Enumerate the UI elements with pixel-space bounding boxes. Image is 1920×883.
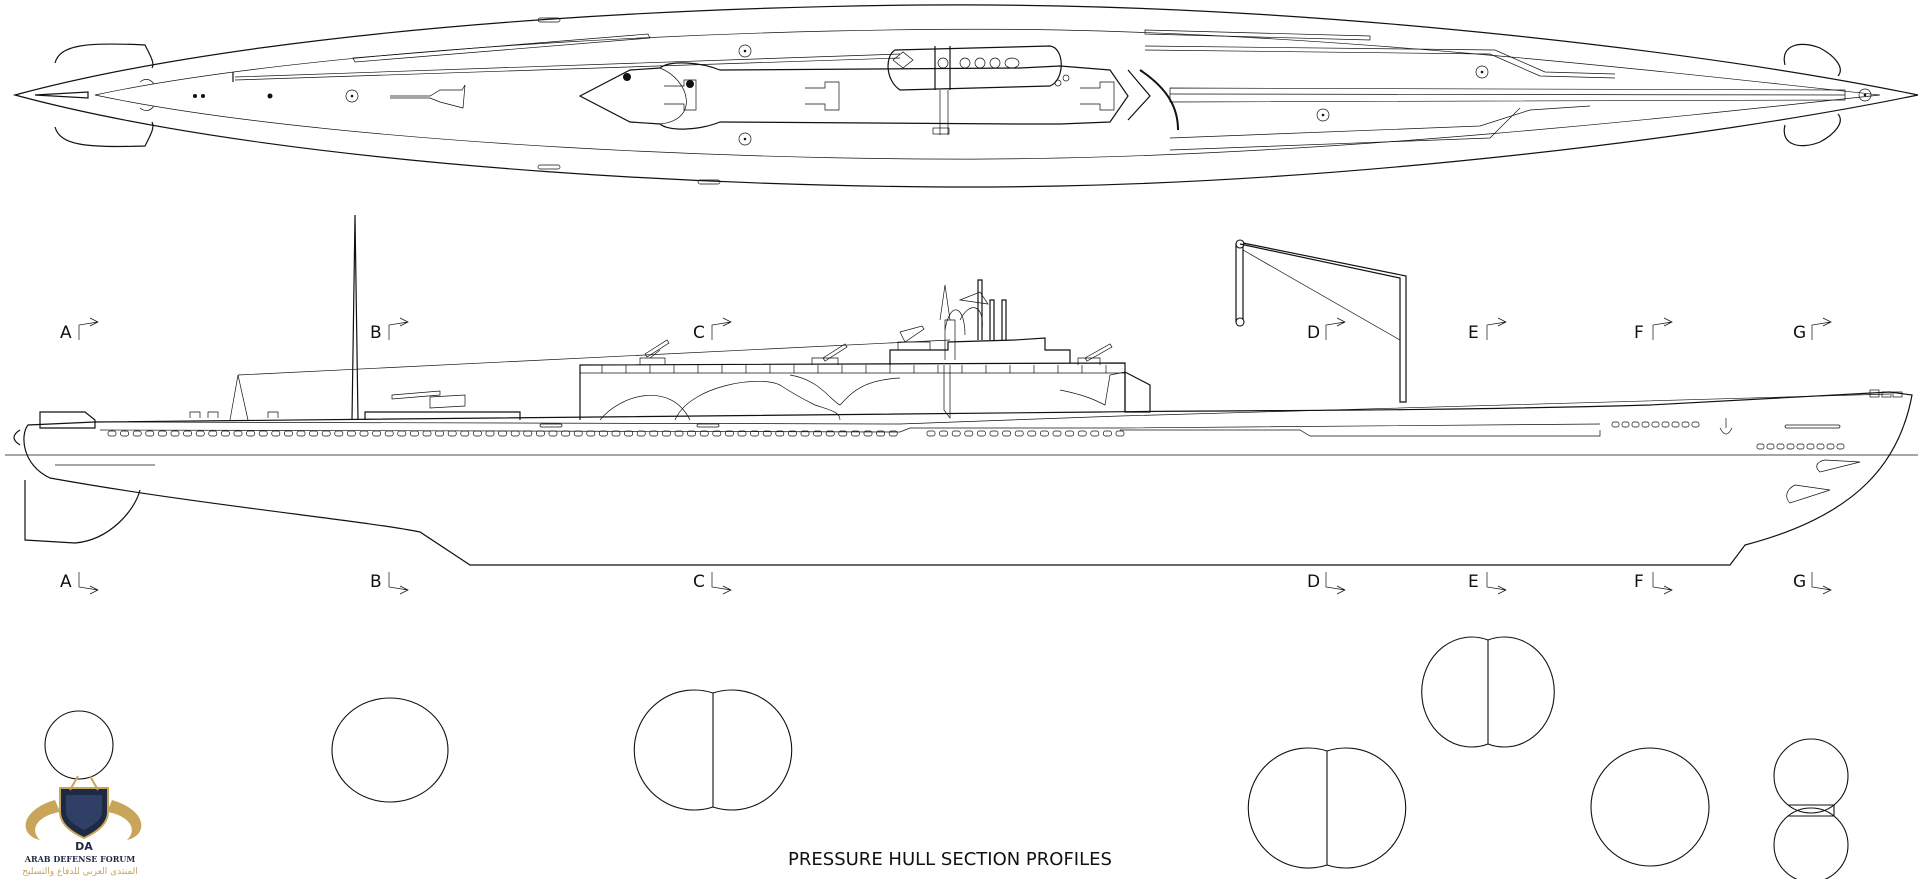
logo-text-en: ARAB DEFENSE FORUM xyxy=(24,854,136,864)
drawing-title: PRESSURE HULL SECTION PROFILES xyxy=(788,849,1112,870)
section-marker-f-bottom: F xyxy=(1634,572,1644,592)
section-e-profile xyxy=(1421,636,1555,748)
section-arrow-d-bottom xyxy=(1325,572,1346,595)
section-markers: A A B B C C D D E E F F G G xyxy=(60,317,1832,595)
section-arrow-e-top xyxy=(1486,317,1507,340)
logo-mark: DA xyxy=(75,840,93,853)
section-marker-c-bottom: C xyxy=(693,572,705,592)
section-arrow-b-top xyxy=(388,317,409,340)
section-d-profile xyxy=(1247,747,1407,869)
section-arrow-a-bottom xyxy=(78,572,99,595)
section-f-profile xyxy=(1590,747,1710,867)
section-marker-g-bottom: G xyxy=(1793,572,1806,592)
section-marker-d-top: D xyxy=(1307,323,1320,343)
section-marker-e-bottom: E xyxy=(1468,572,1479,592)
section-c-profile xyxy=(633,689,793,811)
section-marker-a-top: A xyxy=(60,323,72,343)
section-marker-e-top: E xyxy=(1468,323,1479,343)
section-arrow-e-bottom xyxy=(1486,572,1507,595)
section-arrow-f-bottom xyxy=(1652,572,1673,595)
section-arrow-b-bottom xyxy=(388,572,409,595)
profile-view xyxy=(5,214,1918,566)
section-arrow-c-bottom xyxy=(711,572,732,595)
section-a-profile xyxy=(44,710,114,780)
plan-view xyxy=(12,4,1919,188)
section-marker-b-top: B xyxy=(370,323,382,343)
logo-text-ar: المنتدى العربي للدفاع والتسليح xyxy=(22,867,137,877)
section-arrow-f-top xyxy=(1652,317,1673,340)
section-marker-b-bottom: B xyxy=(370,572,382,592)
section-marker-d-bottom: D xyxy=(1307,572,1320,592)
section-arrow-c-top xyxy=(711,317,732,340)
section-g-profile xyxy=(1773,738,1849,883)
section-arrow-g-bottom xyxy=(1811,572,1832,595)
section-marker-g-top: G xyxy=(1793,323,1806,343)
section-marker-f-top: F xyxy=(1634,323,1644,343)
forum-logo: DA ARAB DEFENSE FORUM المنتدى العربي للد… xyxy=(22,775,142,877)
section-marker-c-top: C xyxy=(693,323,705,343)
section-arrow-g-top xyxy=(1811,317,1832,340)
section-marker-a-bottom: A xyxy=(60,572,72,592)
section-arrow-a-top xyxy=(78,317,99,340)
section-b-profile xyxy=(331,697,449,803)
section-arrow-d-top xyxy=(1325,317,1346,340)
hull-sections xyxy=(44,636,1849,883)
